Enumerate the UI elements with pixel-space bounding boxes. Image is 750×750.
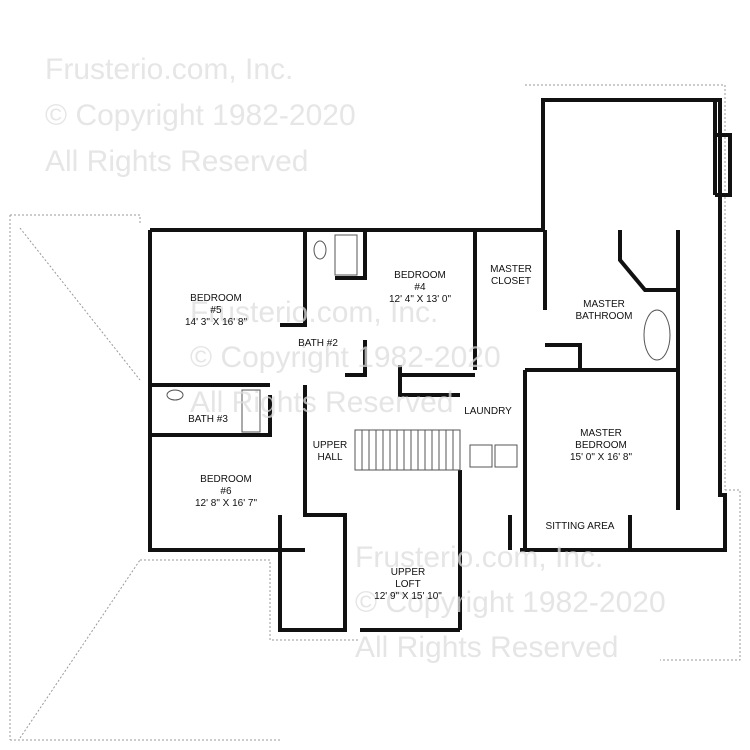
room-bedroom-5: BEDROOM #5 14' 3" X 16' 8" xyxy=(185,293,247,329)
room-name: BEDROOM xyxy=(200,474,252,485)
fixtures xyxy=(166,234,671,468)
room-name: MASTER xyxy=(490,264,532,275)
roof-outline xyxy=(9,84,741,741)
room-size: 14' 3" X 16' 8" xyxy=(184,317,248,328)
watermark-line1: Frusterio.com, Inc. xyxy=(190,296,439,329)
watermark-line3: All Rights Reserved xyxy=(45,145,309,178)
room-number: #6 xyxy=(220,486,232,497)
watermark-line2: © Copyright 1982-2020 xyxy=(190,341,501,374)
room-name: BEDROOM xyxy=(190,293,242,304)
watermark-line3: All Rights Reserved xyxy=(190,386,454,419)
room-upper-hall: UPPER HALL xyxy=(313,440,347,464)
room-size: 12' 8" X 16' 7" xyxy=(194,498,258,509)
room-name: BATHROOM xyxy=(575,311,633,322)
room-name: HALL xyxy=(317,452,343,463)
watermark-line2: © Copyright 1982-2020 xyxy=(355,586,666,619)
room-bedroom-4: BEDROOM #4 12' 4" X 13' 0" xyxy=(389,270,451,306)
room-size: 12' 4" X 13' 0" xyxy=(388,294,452,305)
room-number: #5 xyxy=(210,305,222,316)
room-number: #4 xyxy=(414,282,426,293)
washer-icon xyxy=(469,444,493,468)
room-bedroom-6: BEDROOM #6 12' 8" X 16' 7" xyxy=(195,474,257,510)
room-sitting-area: SITTING AREA xyxy=(545,521,615,532)
walls xyxy=(148,98,732,632)
room-laundry: LAUNDRY xyxy=(464,406,512,417)
room-bath-2: BATH #2 xyxy=(298,338,338,349)
room-master-bathroom: MASTER BATHROOM xyxy=(575,299,632,323)
room-name: MASTER xyxy=(580,428,622,439)
sink-icon xyxy=(166,389,184,401)
tub-icon xyxy=(241,389,261,433)
tub-icon xyxy=(334,234,358,276)
room-size: 12' 9" X 15' 10" xyxy=(374,591,442,602)
room-bath-3: BATH #3 xyxy=(188,414,228,425)
dryer-icon xyxy=(494,444,518,468)
room-number: LOFT xyxy=(395,579,421,590)
room-name: UPPER xyxy=(390,567,426,578)
watermark-line1: Frusterio.com, Inc. xyxy=(45,53,294,86)
stairs xyxy=(354,429,461,471)
watermark-line2: © Copyright 1982-2020 xyxy=(45,99,356,132)
room-size: 15' 0" X 16' 8" xyxy=(569,452,633,463)
room-name: CLOSET xyxy=(490,276,532,287)
toilet-icon xyxy=(313,240,327,260)
bathtub-icon xyxy=(643,309,671,361)
room-name: BEDROOM xyxy=(394,270,446,281)
watermark-line3: All Rights Reserved xyxy=(355,631,619,664)
room-master-closet: MASTER CLOSET xyxy=(490,264,532,288)
room-name: UPPER xyxy=(312,440,348,451)
watermark-line1: Frusterio.com, Inc. xyxy=(355,541,604,574)
room-name: MASTER xyxy=(583,299,625,310)
room-master-bedroom: MASTER BEDROOM 15' 0" X 16' 8" xyxy=(570,428,632,464)
room-number: BEDROOM xyxy=(575,440,627,451)
room-upper-loft: UPPER LOFT 12' 9" X 15' 10" xyxy=(374,567,442,603)
